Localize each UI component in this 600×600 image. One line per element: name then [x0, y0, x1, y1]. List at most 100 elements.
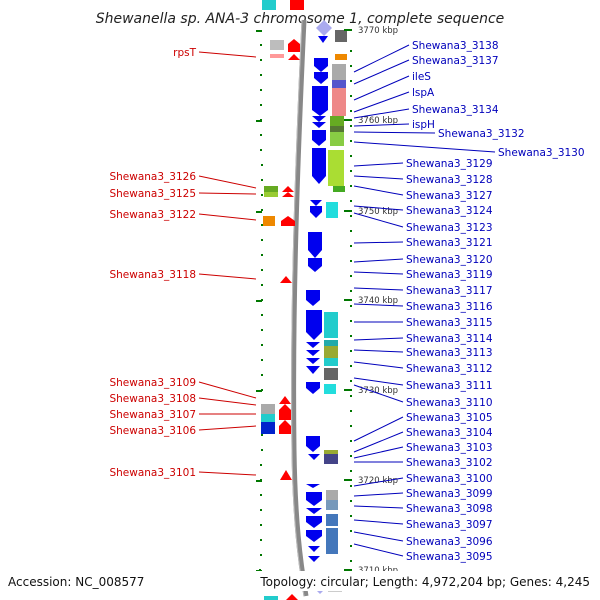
tick-mark [260, 134, 262, 136]
label-leader-line [353, 141, 496, 153]
gene-label[interactable]: Shewana3_3129 [406, 158, 493, 170]
label-leader-line [198, 381, 257, 399]
forward-gene-arrow [280, 276, 292, 283]
tick-mark [261, 314, 263, 316]
forward-gene-arrow [280, 470, 292, 480]
gene-label[interactable]: Shewana3_3118 [109, 269, 196, 281]
gene-label[interactable]: Shewana3_3102 [406, 457, 493, 469]
gene-label[interactable]: Shewana3_3126 [109, 171, 196, 183]
gene-label[interactable]: Shewana3_3111 [406, 380, 493, 392]
gene-label[interactable]: Shewana3_3121 [406, 237, 493, 249]
gene-label[interactable]: Shewana3_3107 [109, 409, 196, 421]
gene-label[interactable]: Shewana3_3130 [498, 147, 585, 159]
label-leader-line [353, 241, 404, 244]
gene-label[interactable]: Shewana3_3117 [406, 285, 493, 297]
major-tick [256, 120, 262, 122]
gene-label[interactable]: Shewana3_3095 [406, 551, 493, 563]
gene-label[interactable]: Shewana3_3119 [406, 269, 493, 281]
feature-box [333, 186, 345, 192]
reverse-gene-arrow [306, 310, 322, 340]
gene-label[interactable]: Shewana3_3137 [412, 55, 499, 67]
feature-box [324, 346, 338, 358]
gene-label[interactable]: Shewana3_3114 [406, 333, 493, 345]
tick-mark [350, 110, 352, 112]
label-leader-line [353, 108, 410, 119]
reverse-gene-arrow [308, 232, 322, 258]
gene-label[interactable]: Shewana3_3134 [412, 104, 499, 116]
tick-mark [350, 305, 352, 307]
gene-label[interactable]: Shewana3_3120 [406, 254, 493, 266]
gene-label[interactable]: Shewana3_3098 [406, 503, 493, 515]
gene-label[interactable]: Shewana3_3104 [406, 427, 493, 439]
scale-label: 3760 kbp [358, 116, 398, 126]
major-tick [344, 299, 352, 301]
label-leader-line [198, 51, 257, 58]
gene-label[interactable]: rpsT [173, 47, 196, 59]
feature-box [324, 450, 338, 454]
tick-mark [350, 140, 352, 142]
tick-mark [260, 554, 262, 556]
feature-box [326, 500, 338, 510]
gene-label[interactable]: Shewana3_3115 [406, 317, 493, 329]
gene-label[interactable]: Shewana3_3097 [406, 519, 493, 531]
label-leader-line [353, 431, 404, 453]
gene-label[interactable]: Shewana3_3123 [406, 222, 493, 234]
gene-label[interactable]: ileS [412, 71, 431, 83]
gene-label[interactable]: Shewana3_3103 [406, 442, 493, 454]
tick-mark [350, 350, 352, 352]
major-tick [344, 210, 352, 212]
scale-label: 3770 kbp [358, 26, 398, 36]
gene-label[interactable]: Shewana3_3128 [406, 174, 493, 186]
major-tick [256, 480, 262, 482]
gene-label[interactable]: Shewana3_3132 [438, 128, 525, 140]
feature-box [261, 422, 275, 434]
gene-label[interactable]: ispH [412, 119, 435, 131]
reverse-gene-arrow [306, 508, 322, 514]
reverse-gene-arrow [306, 350, 320, 356]
gene-label[interactable]: Shewana3_3138 [412, 40, 499, 52]
tick-mark [350, 380, 352, 382]
gene-label[interactable]: Shewana3_3100 [406, 473, 493, 485]
tick-mark [350, 545, 352, 547]
gene-label[interactable]: lspA [412, 87, 435, 99]
tick-mark [350, 320, 352, 322]
tick-mark [261, 239, 263, 241]
forward-gene-arrow [282, 192, 294, 197]
gene-label[interactable]: Shewana3_3122 [109, 209, 196, 221]
gene-label[interactable]: Shewana3_3105 [406, 412, 493, 424]
gene-label[interactable]: Shewana3_3127 [406, 190, 493, 202]
gene-label[interactable]: Shewana3_3101 [109, 467, 196, 479]
label-leader-line [353, 377, 404, 386]
reverse-gene-arrow [306, 358, 320, 364]
feature-box [264, 186, 278, 192]
gene-label[interactable]: Shewana3_3116 [406, 301, 493, 313]
tick-mark [261, 164, 263, 166]
label-leader-line [198, 397, 257, 406]
reverse-gene-arrow [306, 484, 320, 488]
tick-mark [261, 224, 263, 226]
gene-label[interactable]: Shewana3_3106 [109, 425, 196, 437]
feature-box [335, 54, 347, 60]
tick-mark [260, 509, 262, 511]
gene-label[interactable]: Shewana3_3112 [406, 363, 493, 375]
gene-label[interactable]: Shewana3_3109 [109, 377, 196, 389]
feature-box [324, 454, 338, 464]
gene-label[interactable]: Shewana3_3125 [109, 188, 196, 200]
tick-mark [350, 80, 352, 82]
tick-mark [260, 44, 262, 46]
reverse-gene-arrow [306, 436, 320, 452]
tick-mark [260, 524, 262, 526]
label-leader-line [198, 213, 257, 221]
gene-label[interactable]: Shewana3_3113 [406, 347, 493, 359]
gene-label[interactable]: Shewana3_3110 [406, 397, 493, 409]
accession-text: Accession: NC_008577 [8, 575, 144, 589]
genome-backbone [291, 19, 309, 597]
gene-label[interactable]: Shewana3_3124 [406, 205, 493, 217]
label-leader-line [353, 123, 410, 127]
label-leader-line [353, 446, 404, 459]
feature-box [261, 404, 275, 414]
gene-label[interactable]: Shewana3_3096 [406, 536, 493, 548]
gene-label[interactable]: Shewana3_3099 [406, 488, 493, 500]
gene-label[interactable]: Shewana3_3108 [109, 393, 196, 405]
